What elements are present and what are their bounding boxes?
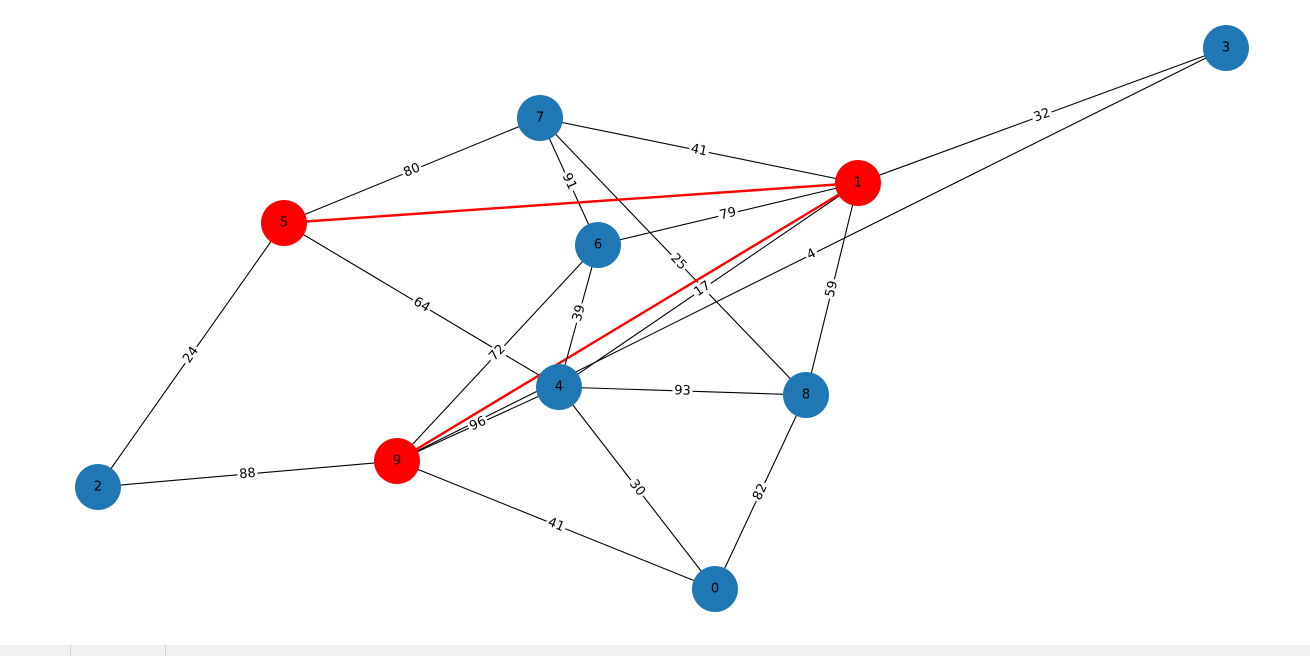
strip-divider xyxy=(70,645,71,656)
edge-weight: 64 xyxy=(411,294,433,315)
edge-label-3-9: 4 xyxy=(802,244,821,265)
node-circle xyxy=(374,438,420,484)
edge-label-background xyxy=(178,342,204,368)
edge-weight: 79 xyxy=(718,205,738,223)
edge-label-background xyxy=(484,340,511,366)
node-7: 7 xyxy=(517,95,563,141)
edge-label-1-3: 32 xyxy=(1029,104,1055,127)
edge-weight: 41 xyxy=(689,141,708,159)
edge-weight: 93 xyxy=(674,383,691,399)
node-label: 4 xyxy=(555,380,563,395)
edge-label-7-6: 91 xyxy=(557,169,581,194)
edge-label-4-0: 30 xyxy=(624,475,650,501)
node-circle xyxy=(835,160,881,206)
node-circle xyxy=(783,372,829,418)
node-2: 2 xyxy=(75,464,121,510)
edge-label-7-5: 80 xyxy=(399,159,425,182)
edge-weight: 41 xyxy=(546,515,567,535)
node-label: 1 xyxy=(854,176,862,191)
edge-label-9-0: 41 xyxy=(543,513,569,537)
edge-label-background xyxy=(665,249,692,275)
node-circle xyxy=(261,200,307,246)
node-1: 1 xyxy=(835,160,881,206)
edge-label-background xyxy=(543,513,569,537)
node-label: 0 xyxy=(711,582,719,597)
edge-weight: 32 xyxy=(1032,106,1053,126)
edge-label-background xyxy=(802,244,821,265)
edge-label-background xyxy=(672,382,693,400)
edge-weight: 82 xyxy=(750,481,771,502)
node-label: 7 xyxy=(536,111,544,126)
edge-5-1 xyxy=(283,181,859,225)
node-9: 9 xyxy=(374,438,420,484)
edge-label-background xyxy=(624,475,650,501)
edge-label-7-8: 25 xyxy=(665,249,692,275)
nodes-layer: 0 1 2 3 4 5 6 7 8 9 xyxy=(75,25,1249,612)
edge-weight: 30 xyxy=(626,477,648,499)
edge-label-7-1: 41 xyxy=(687,140,711,161)
node-6: 6 xyxy=(575,222,621,268)
node-label: 9 xyxy=(393,454,401,469)
edge-label-background xyxy=(1029,104,1055,127)
edge-1-9 xyxy=(396,181,859,463)
strip-divider xyxy=(165,645,166,656)
node-label: 2 xyxy=(94,480,102,495)
edge-label-background xyxy=(465,412,491,436)
edge-weight: 39 xyxy=(570,303,589,323)
node-3: 3 xyxy=(1203,25,1249,71)
node-5: 5 xyxy=(261,200,307,246)
node-circle xyxy=(1203,25,1249,71)
bottom-toolbar-strip xyxy=(0,645,1310,656)
edge-label-background xyxy=(716,203,740,225)
edge-label-background xyxy=(568,301,590,325)
edge-label-6-4: 39 xyxy=(568,301,590,325)
edge-label-6-9: 72 xyxy=(484,340,511,366)
edge-weight: 59 xyxy=(823,279,842,299)
node-label: 8 xyxy=(802,388,810,403)
edge-label-background xyxy=(749,479,772,505)
node-4: 4 xyxy=(536,364,582,410)
edge-label-background xyxy=(821,277,843,301)
node-circle xyxy=(575,222,621,268)
node-8: 8 xyxy=(783,372,829,418)
edge-label-9-2: 88 xyxy=(236,465,259,483)
node-0: 0 xyxy=(692,566,738,612)
node-circle xyxy=(536,364,582,410)
edge-label-background xyxy=(236,465,259,483)
node-label: 6 xyxy=(594,238,602,253)
node-circle xyxy=(692,566,738,612)
edge-label-background xyxy=(557,169,581,194)
edge-weight: 88 xyxy=(239,466,257,482)
edge-label-1-6: 79 xyxy=(716,203,740,225)
edge-label-background xyxy=(687,140,711,161)
edge-label-background xyxy=(408,293,435,317)
edge-label-8-0: 82 xyxy=(749,479,772,505)
edge-label-4-8: 93 xyxy=(672,382,693,400)
edge-label-background xyxy=(689,276,716,302)
node-label: 5 xyxy=(280,216,288,231)
edge-weight: 96 xyxy=(467,414,488,435)
edges-layer xyxy=(97,47,1227,590)
node-circle xyxy=(75,464,121,510)
node-label: 3 xyxy=(1222,41,1230,56)
edge-weight: 80 xyxy=(401,160,422,180)
edge-weight: 91 xyxy=(559,171,580,192)
edge-label-background xyxy=(399,159,425,182)
node-circle xyxy=(517,95,563,141)
edge-weight: 24 xyxy=(180,344,202,366)
edge-label-1-8: 59 xyxy=(821,277,843,301)
edge-label-1-4: 17 xyxy=(689,276,716,302)
edge-label-4-9: 96 xyxy=(465,412,491,436)
edge-label-5-4: 64 xyxy=(408,293,435,317)
edge-label-5-2: 24 xyxy=(178,342,204,368)
